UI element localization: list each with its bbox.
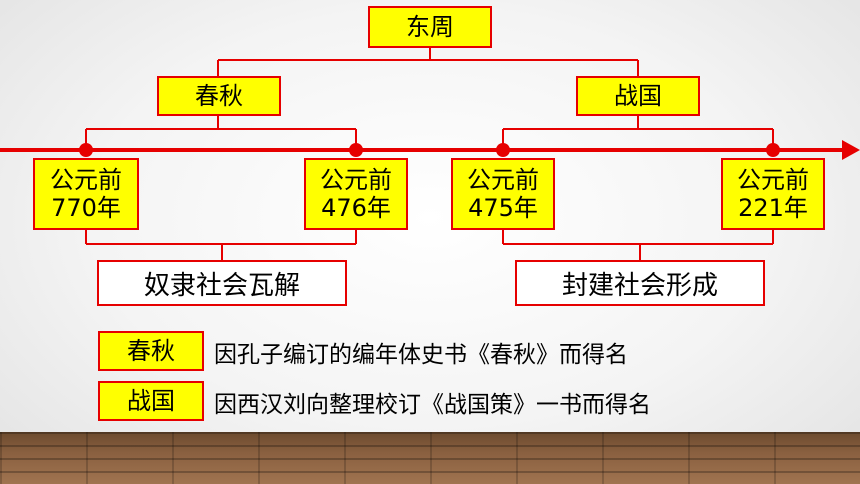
period-box-zhanguo: 战国 <box>576 76 700 116</box>
date-prefix: 公元前 <box>50 166 122 194</box>
note-text-chunqiu: 因孔子编订的编年体史书《春秋》而得名 <box>214 342 628 368</box>
timeline-dot <box>79 143 93 157</box>
date-prefix: 公元前 <box>467 166 539 194</box>
note-text-zhanguo: 因西汉刘向整理校订《战国策》一书而得名 <box>214 392 651 418</box>
timeline-dot <box>496 143 510 157</box>
timeline-arrowhead <box>842 140 860 160</box>
wood-floor-decoration <box>0 432 860 484</box>
timeline-dot <box>349 143 363 157</box>
date-year: 221年 <box>738 194 808 222</box>
summary-box-zhanguo: 封建社会形成 <box>515 260 765 306</box>
note-tag-chunqiu: 春秋 <box>98 331 204 371</box>
period-box-chunqiu: 春秋 <box>157 76 281 116</box>
timeline-dot <box>766 143 780 157</box>
date-year: 770年 <box>51 194 121 222</box>
date-year: 475年 <box>468 194 538 222</box>
date-box-770bc: 公元前 770年 <box>33 158 139 230</box>
date-prefix: 公元前 <box>320 166 392 194</box>
date-box-221bc: 公元前 221年 <box>721 158 825 230</box>
date-box-476bc: 公元前 476年 <box>304 158 408 230</box>
note-tag-zhanguo: 战国 <box>98 381 204 421</box>
root-box-dongzhou: 东周 <box>368 6 492 48</box>
date-box-475bc: 公元前 475年 <box>451 158 555 230</box>
summary-box-chunqiu: 奴隶社会瓦解 <box>97 260 347 306</box>
date-prefix: 公元前 <box>737 166 809 194</box>
date-year: 476年 <box>321 194 391 222</box>
